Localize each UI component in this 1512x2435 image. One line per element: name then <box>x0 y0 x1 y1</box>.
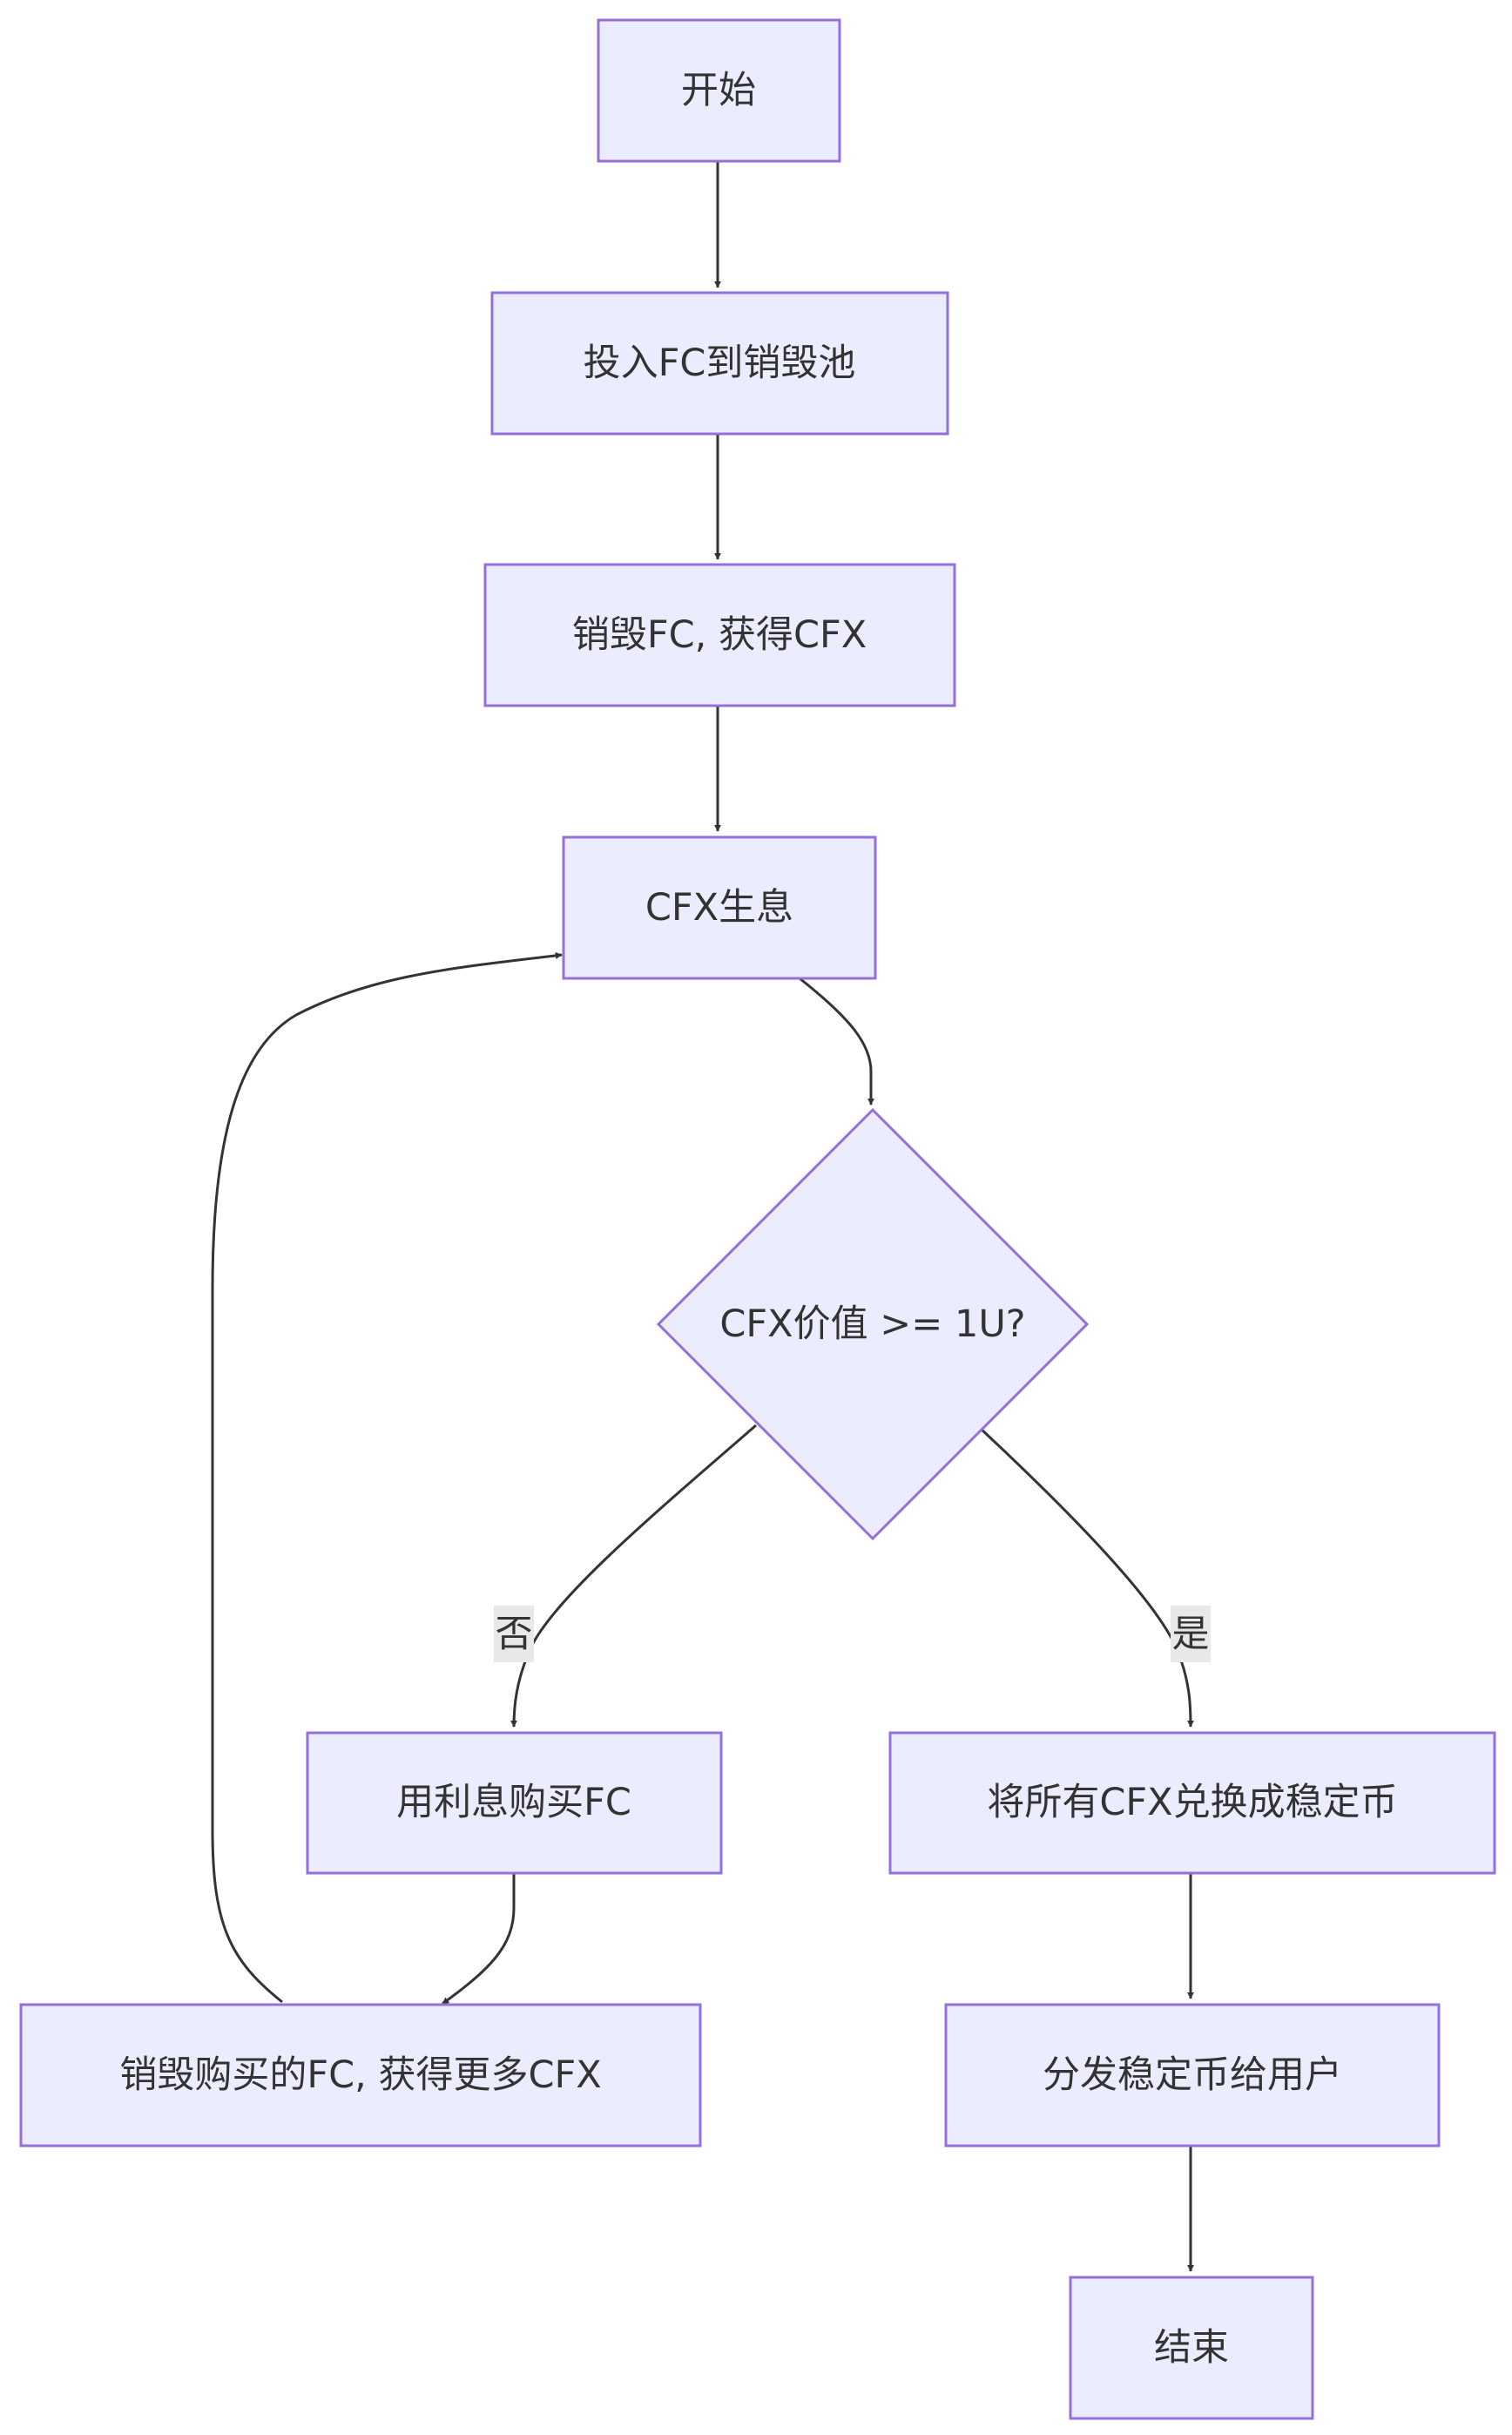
node-start[interactable]: 开始 <box>597 18 841 163</box>
node-exchange-label: 将所有CFX兑换成稳定币 <box>987 1781 1397 1824</box>
edge-label-no-text: 否 <box>496 1613 533 1656</box>
edge-decision-to-buy <box>510 1424 757 1728</box>
node-burn-label: 销毁FC, 获得CFX <box>572 613 867 657</box>
node-distribute[interactable]: 分发稳定币给用户 <box>944 2003 1441 2148</box>
node-buy[interactable]: 用利息购买FC <box>306 1731 723 1875</box>
edges <box>211 161 1194 2272</box>
node-burn-more[interactable]: 销毁购买的FC, 获得更多CFX <box>19 2003 702 2148</box>
node-deposit-label: 投入FC到销毁池 <box>584 342 856 385</box>
edge-label-yes-text: 是 <box>1172 1613 1210 1656</box>
edge-decision-to-exchange <box>979 1427 1194 1728</box>
node-start-label: 开始 <box>681 69 756 112</box>
edge-interest-to-decision <box>799 977 874 1106</box>
node-exchange[interactable]: 将所有CFX兑换成稳定币 <box>888 1731 1496 1875</box>
node-deposit[interactable]: 投入FC到销毁池 <box>490 291 949 436</box>
node-end[interactable]: 结束 <box>1069 2276 1314 2420</box>
node-burn-more-label: 销毁购买的FC, 获得更多CFX <box>119 2053 601 2097</box>
node-buy-label: 用利息购买FC <box>396 1781 631 1824</box>
edge-buy-to-burn-more <box>442 1873 516 2005</box>
node-decision-label: CFX价值 >= 1U? <box>719 1302 1025 1346</box>
edge-burn-more-to-interest <box>211 951 563 2004</box>
edge-label-no: 否 <box>494 1606 534 1662</box>
node-burn[interactable]: 销毁FC, 获得CFX <box>483 563 956 707</box>
node-interest-label: CFX生息 <box>645 886 793 930</box>
node-distribute-label: 分发稳定币给用户 <box>1043 2053 1342 2097</box>
node-interest[interactable]: CFX生息 <box>562 835 877 980</box>
node-decision[interactable]: CFX价值 >= 1U? <box>656 1107 1090 1541</box>
node-end-label: 结束 <box>1154 2326 1229 2370</box>
edge-label-yes: 是 <box>1171 1606 1211 1662</box>
